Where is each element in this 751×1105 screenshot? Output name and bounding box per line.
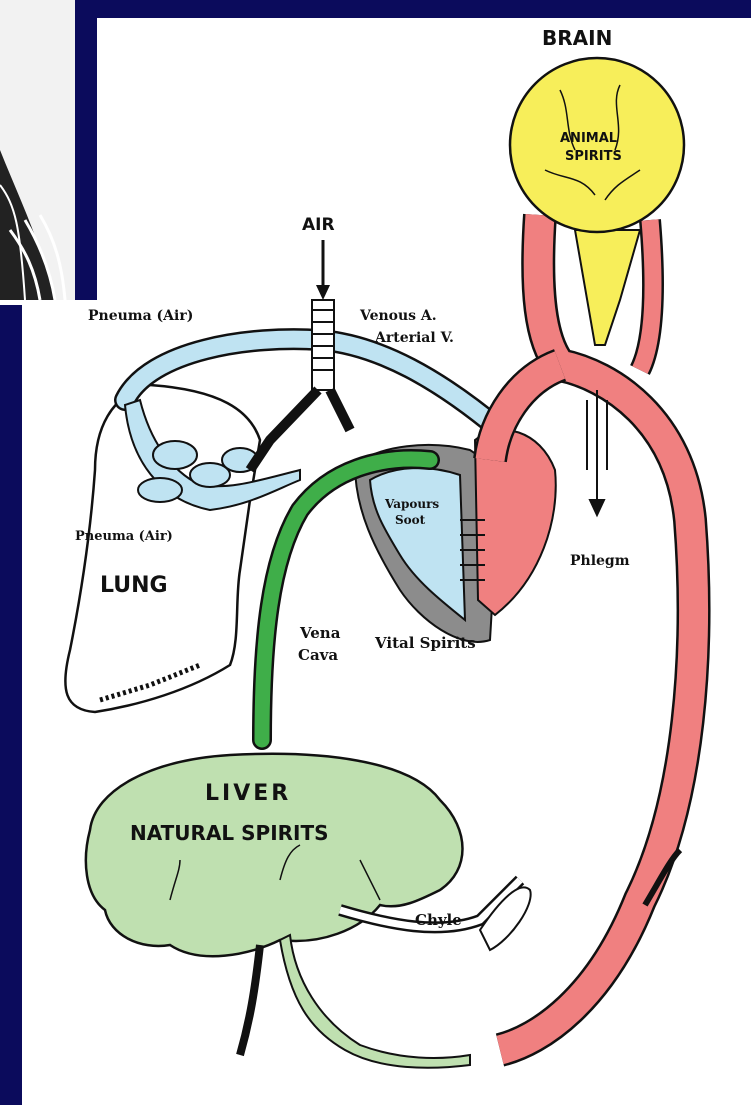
- label-vapours-1: Vapours: [384, 497, 439, 511]
- label-lung: LUNG: [100, 573, 168, 598]
- label-liver: LIVER: [205, 781, 291, 806]
- label-animal-spirits-1: ANIMAL: [560, 131, 617, 146]
- label-phlegm: Phlegm: [570, 553, 630, 569]
- label-vapours-2: Soot: [395, 513, 426, 527]
- label-arterial-v: Arterial V.: [374, 330, 454, 346]
- nerve-arrows: [587, 390, 607, 515]
- slide-top-band: [95, 0, 751, 18]
- slide-left-band: [0, 305, 22, 1105]
- label-pneuma-air-top: Pneuma (Air): [88, 308, 193, 324]
- label-animal-spirits-2: SPIRITS: [565, 149, 622, 164]
- label-chyle: Chyle: [415, 911, 462, 929]
- label-venous-a: Venous A.: [359, 308, 437, 324]
- trachea: [250, 300, 350, 470]
- label-brain: BRAIN: [542, 26, 612, 50]
- label-vital-spirits: Vital Spirits: [374, 634, 476, 652]
- air-arrow: [316, 240, 330, 300]
- label-vena: Vena: [299, 624, 341, 642]
- label-air: AIR: [302, 215, 335, 235]
- arteries: [490, 215, 693, 1050]
- label-cava: Cava: [298, 646, 338, 664]
- label-natural-spirits: NATURAL SPIRITS: [130, 821, 329, 845]
- portrait-engraving-fragment: [0, 0, 75, 300]
- slide-left-top: [75, 0, 97, 300]
- lung-outline: [65, 385, 260, 712]
- label-pneuma-air-lung: Pneuma (Air): [75, 529, 173, 544]
